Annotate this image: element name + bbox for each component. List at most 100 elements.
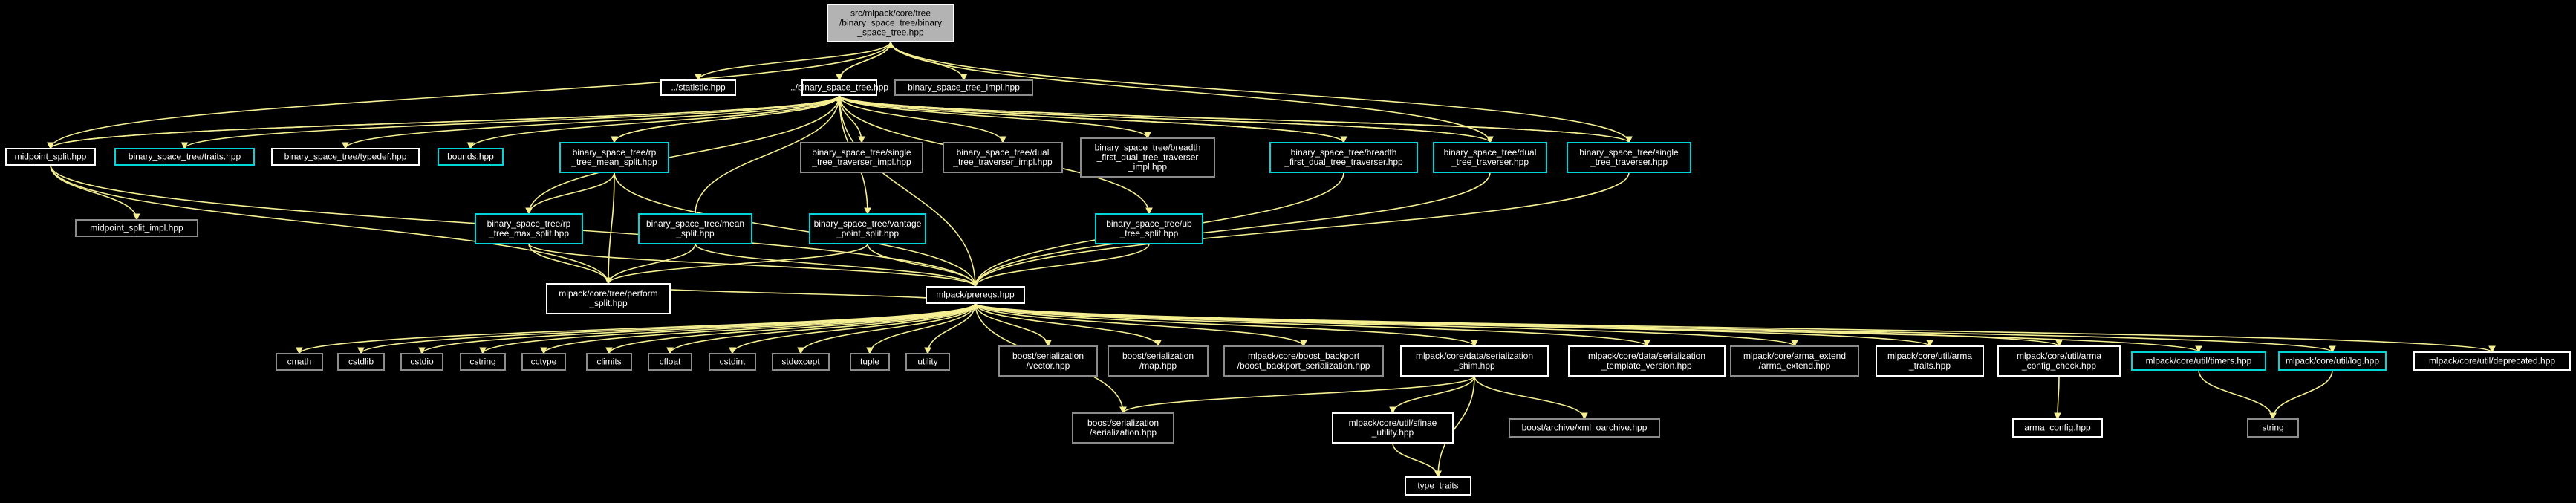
dependency-edge: [836, 94, 1491, 143]
edge-arrowhead: [605, 277, 612, 285]
dependency-edge: [975, 302, 1307, 348]
node-box: [801, 79, 877, 96]
node-label: _impl.hpp: [1128, 162, 1167, 172]
node-label: mlpack/core/boost_backport: [1248, 351, 1360, 361]
edge-line: [839, 94, 1344, 143]
edge-arrowhead: [1625, 136, 1633, 144]
node-box: [276, 353, 323, 371]
edge-line: [839, 94, 1148, 139]
edge-line: [543, 302, 976, 354]
file-node-single-impl: binary_space_tree/single_tree_traverser_…: [800, 142, 923, 173]
dependency-edge: [525, 172, 615, 215]
dependency-edge: [836, 94, 1630, 143]
node-box: [586, 353, 632, 371]
dependency-edge: [839, 40, 894, 81]
edge-line: [975, 302, 1475, 347]
file-node-bfdt[interactable]: binary_space_tree/breadth_first_dual_tre…: [1269, 142, 1418, 173]
node-box: [271, 148, 420, 166]
node-label: /serialization.hpp: [1090, 427, 1157, 438]
file-node-perform[interactable]: mlpack/core/tree/perform_split.hpp: [546, 283, 671, 314]
node-label: binary_space_tree/single: [812, 147, 911, 158]
node-box: [475, 213, 583, 244]
edge-line: [975, 302, 1795, 347]
file-node-type-traits[interactable]: type_traits: [1405, 476, 1471, 496]
node-box: [660, 79, 736, 96]
file-node-vantage[interactable]: binary_space_tree/vantage_point_split.hp…: [809, 213, 926, 244]
edge-arrowhead: [47, 142, 54, 150]
node-box: [1108, 345, 1209, 377]
file-node-prereqs[interactable]: mlpack/prereqs.hpp: [926, 286, 1025, 304]
dependency-edges: [47, 40, 2496, 478]
file-node-single[interactable]: binary_space_tree/single_tree_traverser.…: [1567, 142, 1691, 173]
file-node-ub[interactable]: binary_space_tree/ub_tree_split.hpp: [1095, 213, 1203, 244]
file-node-timers[interactable]: mlpack/core/util/timers.hpp: [2131, 351, 2266, 371]
node-box: [438, 148, 504, 166]
file-node-statistic[interactable]: ../statistic.hpp: [660, 79, 736, 96]
file-node-bst[interactable]: ../binary_space_tree.hpp: [790, 79, 888, 96]
file-node-arma-traits[interactable]: mlpack/core/util/arma_traits.hpp: [1876, 345, 1984, 377]
file-node-stdexcept: stdexcept: [772, 353, 830, 371]
file-node-midpoint-split[interactable]: midpoint_split.hpp: [5, 148, 96, 166]
file-node-arma-config[interactable]: arma_config.hpp: [2012, 418, 2103, 438]
node-label: _traits.hpp: [1908, 360, 1951, 371]
node-box: [1405, 476, 1471, 496]
file-node-sfinae[interactable]: mlpack/core/util/sfinae_utility.hpp: [1332, 412, 1454, 444]
node-label: _config_check.hpp: [2021, 360, 2096, 371]
dependency-edge: [972, 172, 1630, 288]
file-node-arma-cc[interactable]: mlpack/core/util/arma_config_check.hpp: [1997, 345, 2121, 377]
node-box: [1223, 345, 1384, 377]
edge-line: [669, 302, 976, 354]
node-label: mlpack/core/tree/perform: [559, 288, 657, 299]
file-node-dual[interactable]: binary_space_tree/dual_tree_traverser.hp…: [1433, 142, 1547, 173]
node-box: [1730, 345, 1859, 377]
edge-arrowhead: [605, 347, 613, 355]
file-node-mean-split[interactable]: binary_space_tree/mean_split.hpp: [638, 213, 752, 244]
node-label: cstdio: [410, 357, 434, 367]
edge-arrowhead: [2329, 345, 2336, 354]
file-node-dual-impl: binary_space_tree/dual_tree_traverser_im…: [943, 142, 1063, 173]
dependency-edge: [839, 94, 979, 288]
node-label: cstdlib: [348, 357, 374, 367]
file-node-cstdlib: cstdlib: [337, 353, 385, 371]
node-label: _first_dual_tree_traverser: [1096, 152, 1199, 163]
file-node-rp-mean[interactable]: binary_space_tree/rp_tree_mean_split.hpp: [559, 142, 669, 173]
edge-arrowhead: [864, 207, 871, 215]
node-label: cstdint: [720, 357, 746, 367]
file-node-cstring: cstring: [460, 353, 506, 371]
dependency-edge: [2269, 369, 2333, 421]
file-node-bounds[interactable]: bounds.hpp: [438, 148, 504, 166]
file-node-ser-shim[interactable]: mlpack/core/data/serialization_shim.hpp: [1400, 345, 1549, 377]
edge-arrowhead: [1119, 406, 1127, 415]
file-node-root[interactable]: src/mlpack/core/tree/binary_space_tree/b…: [827, 4, 954, 42]
file-node-typedef[interactable]: binary_space_tree/typedef.hpp: [271, 148, 420, 166]
file-node-log[interactable]: mlpack/core/util/log.hpp: [2278, 351, 2387, 371]
edge-arrowhead: [1471, 340, 1478, 348]
edge-arrowhead: [466, 142, 475, 150]
dependency-edge: [975, 302, 1052, 348]
dependency-edge: [1389, 375, 1475, 415]
edge-line: [975, 302, 2493, 353]
edge-line: [975, 172, 1491, 288]
node-label: _tree_max_split.hpp: [488, 228, 569, 238]
edge-arrowhead: [2195, 345, 2202, 354]
edge-line: [183, 94, 840, 149]
file-node-bst-impl: binary_space_tree_impl.hpp: [894, 79, 1033, 96]
file-node-deprecated[interactable]: mlpack/core/util/deprecated.hpp: [2413, 351, 2571, 371]
node-box: [1997, 345, 2121, 377]
file-node-rp-max[interactable]: binary_space_tree/rp_tree_max_split.hpp: [475, 213, 583, 244]
node-label: mlpack/core/util/timers.hpp: [2146, 356, 2252, 366]
file-node-ser-tv[interactable]: mlpack/core/data/serialization_template_…: [1568, 345, 1726, 377]
edge-line: [890, 41, 1630, 143]
file-node-traits[interactable]: binary_space_tree/traits.hpp: [114, 148, 255, 166]
dependency-edge: [466, 94, 840, 150]
edge-arrowhead: [2269, 412, 2277, 421]
edge-arrowhead: [540, 347, 547, 355]
edge-arrowhead: [1926, 340, 1933, 348]
edge-arrowhead: [2054, 412, 2061, 421]
node-label: src/mlpack/core/tree: [850, 8, 931, 19]
node-label: binary_space_tree/breadth: [1095, 143, 1201, 153]
node-label: mlpack/core/util/sfinae: [1349, 418, 1437, 428]
edge-line: [1392, 442, 1439, 478]
node-label: binary_space_tree/ub: [1106, 218, 1192, 229]
file-node-bfdt-impl: binary_space_tree/breadth_first_dual_tre…: [1080, 137, 1215, 178]
